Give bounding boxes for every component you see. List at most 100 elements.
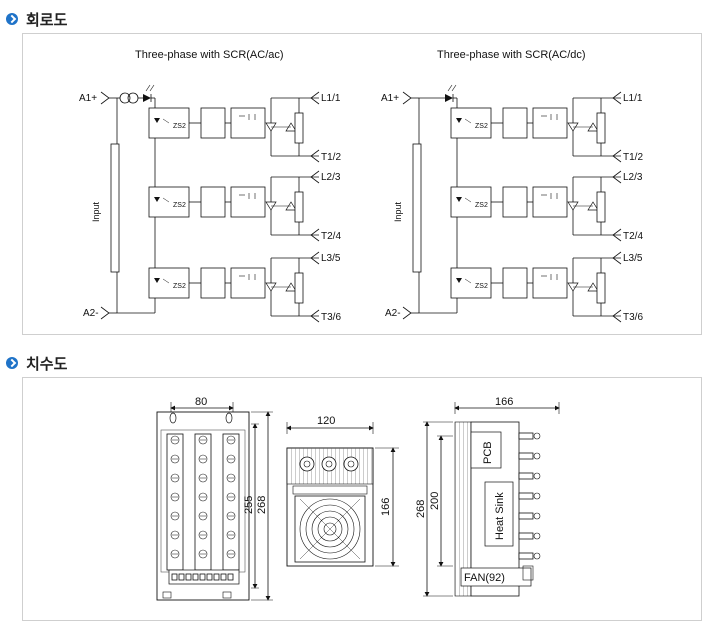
terminal-screw-icon: [325, 460, 333, 468]
chevron-right-icon: [6, 357, 18, 369]
led-icon: [445, 94, 453, 102]
trigger-block: [230, 267, 266, 299]
output-arrow-icon: [612, 251, 622, 265]
line-terminal-label: L2/3: [623, 172, 643, 183]
bolt: [518, 492, 534, 500]
zero-switch-label: ZS2: [173, 123, 186, 130]
bolt-head-icon: [533, 472, 541, 480]
terminal-screw-icon: [347, 460, 355, 468]
line-terminal-label: L3/5: [321, 253, 341, 264]
terminal-block: [194, 433, 212, 571]
section-title: 치수도: [26, 354, 68, 373]
bolt: [518, 472, 534, 480]
zero-switch-label: ZS2: [173, 283, 186, 290]
transformer-icon: [119, 92, 131, 104]
input-bar: [110, 143, 120, 273]
screw-icon: [226, 492, 236, 502]
section-header-circuit: 회로도: [6, 8, 67, 30]
bolt-head-icon: [533, 552, 541, 560]
trigger-block: [230, 186, 266, 218]
fan-view-height-label: 166: [380, 498, 392, 516]
screw-icon: [170, 435, 180, 445]
load-terminal-label: T1/2: [321, 152, 341, 163]
output-arrow-icon: [310, 251, 320, 265]
load-terminal-label: T3/6: [321, 312, 341, 323]
line-terminal-label: L1/1: [623, 93, 643, 104]
section-header-dimensions: 치수도: [6, 352, 67, 374]
transformer-icon: [127, 92, 139, 104]
screw-icon: [198, 454, 208, 464]
bolt-head-icon: [533, 492, 541, 500]
driver-block: [502, 107, 528, 139]
terminal-blocks: [166, 433, 240, 571]
bolt: [518, 452, 534, 460]
driver-block: [502, 267, 528, 299]
side-total-height-label: 268: [415, 500, 427, 518]
connector-pin: [199, 573, 206, 581]
mount-hole-icon: [169, 412, 177, 424]
input-minus-label: A2-: [385, 308, 401, 319]
bolt: [518, 432, 534, 440]
circuit-title: Three-phase with SCR(AC/ac): [135, 49, 284, 61]
circuit-left: Three-phase with SCR(AC/ac)A1+A2-InputZS…: [79, 49, 341, 323]
output-arrow-icon: [612, 91, 622, 105]
trigger-block: [532, 267, 568, 299]
connector-pin: [206, 573, 213, 581]
input-bar: [412, 143, 422, 273]
bolt: [518, 512, 534, 520]
side-view: 166 PCB Heat Sink FAN(92) 268 200: [415, 396, 560, 597]
pcb: [470, 431, 502, 469]
output-arrow-icon: [310, 91, 320, 105]
fan-ring: [323, 522, 337, 536]
zero-switch-label: ZS2: [475, 123, 488, 130]
led-icon: [154, 197, 160, 202]
input-plus-label: A1+: [381, 93, 399, 104]
output-arrow-icon: [612, 149, 622, 163]
heatsink-label: Heat Sink: [494, 492, 506, 540]
dimension-drawing-panel: 80 255 268 120 166: [22, 377, 702, 621]
screw-icon: [198, 530, 208, 540]
fan-ring: [299, 498, 361, 560]
output-arrow-icon: [310, 228, 320, 242]
input-arrow-icon: [100, 306, 110, 320]
line-terminal-label: L3/5: [623, 253, 643, 264]
output-arrow-icon: [310, 149, 320, 163]
terminal-bolts: [518, 432, 541, 560]
driver-block: [200, 107, 226, 139]
led-icon: [154, 118, 160, 123]
screw-icon: [170, 549, 180, 559]
snubber-resistor: [294, 272, 304, 304]
terminal-block: [166, 433, 184, 571]
line-terminal-label: L2/3: [321, 172, 341, 183]
screw-icon: [226, 530, 236, 540]
led-icon: [456, 197, 462, 202]
line-terminal-label: L1/1: [321, 93, 341, 104]
snubber-resistor: [596, 112, 606, 144]
terminal-block: [222, 433, 240, 571]
connector-pin: [213, 573, 220, 581]
screw-icon: [170, 454, 180, 464]
output-arrow-icon: [612, 309, 622, 323]
zero-switch-label: ZS2: [475, 202, 488, 209]
screw-icon: [226, 435, 236, 445]
driver-block: [502, 186, 528, 218]
led-icon: [456, 118, 462, 123]
connector-pin: [227, 573, 234, 581]
screw-icon: [170, 530, 180, 540]
fan-ring: [317, 516, 343, 542]
chevron-right-icon: [6, 13, 18, 25]
screw-icon: [198, 511, 208, 521]
screw-icon: [170, 511, 180, 521]
screw-icon: [170, 473, 180, 483]
terminal-screw-icon: [299, 456, 315, 472]
screw-icon: [226, 549, 236, 559]
connector-pin: [220, 573, 227, 581]
led-icon: [143, 94, 151, 102]
bolt: [518, 532, 534, 540]
fan-box: [460, 567, 532, 587]
driver-block: [200, 267, 226, 299]
side-height-label: 200: [429, 492, 441, 510]
input-label: Input: [393, 201, 403, 222]
load-terminal-label: T1/2: [623, 152, 643, 163]
circuit-diagram: Three-phase with SCR(AC/ac)A1+A2-InputZS…: [79, 49, 643, 323]
